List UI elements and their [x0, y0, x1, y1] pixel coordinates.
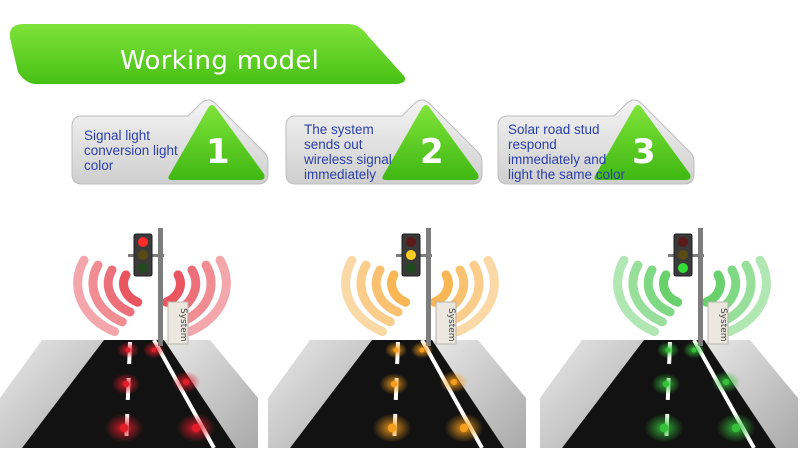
signal-wave-right [717, 260, 756, 327]
step-1-text: Signal light conversion light color [84, 128, 178, 173]
traffic-light-red [406, 237, 416, 247]
traffic-light-yellow [406, 250, 416, 260]
road-stud [731, 423, 741, 433]
signal-wave-right [429, 270, 453, 307]
traffic-light-green [678, 263, 688, 273]
controller-box-label: System [446, 308, 456, 342]
step-3-number: 3 [632, 132, 656, 172]
traffic-light-red [138, 237, 148, 247]
road-stud [419, 347, 425, 353]
road-stud [459, 423, 469, 433]
signal-pole [158, 228, 163, 346]
road-stud [191, 423, 201, 433]
signal-wave-left [119, 270, 143, 307]
traffic-light-yellow [678, 250, 688, 260]
traffic-light-green [406, 263, 416, 273]
road-shoulder-left [540, 340, 648, 448]
road-stud [387, 423, 397, 433]
step-2-text: The system sends out wireless signal imm… [304, 122, 392, 182]
signal-wave-left [88, 260, 127, 327]
road-shoulder-left [0, 340, 108, 448]
road-shoulder-left [268, 340, 376, 448]
road-shoulder-right [700, 340, 798, 448]
signal-wave-left [659, 270, 683, 307]
signal-wave-left [613, 255, 660, 337]
signal-wave-right [452, 255, 499, 337]
signal-wave-left [371, 265, 403, 317]
road-stud [393, 347, 399, 353]
road-stud [390, 380, 398, 388]
road-stud [122, 380, 130, 388]
signal-wave-left [356, 260, 395, 327]
signal-wave-left [643, 265, 675, 317]
page-title: Working model [120, 46, 320, 76]
signal-wave-right [701, 270, 725, 307]
step-2-number: 2 [420, 132, 444, 172]
scene-green: System [540, 220, 798, 449]
controller-box [167, 301, 189, 345]
road-stud [691, 347, 697, 353]
traffic-light-red [678, 237, 688, 247]
road-stud [119, 423, 129, 433]
road-shoulder-right [428, 340, 526, 448]
signal-wave-right [184, 255, 231, 337]
signal-wave-left [387, 270, 411, 307]
signal-wave-right [445, 260, 484, 327]
controller-box [707, 301, 729, 345]
road-stud [659, 423, 669, 433]
signal-wave-right [177, 260, 216, 327]
scene-red: System [0, 220, 258, 449]
controller-box-label: System [718, 308, 728, 342]
signal-wave-right [161, 270, 185, 307]
road-stud [662, 380, 670, 388]
signal-wave-left [103, 265, 135, 317]
road-stud [151, 347, 157, 353]
signal-pole [426, 228, 431, 346]
road-stud [125, 347, 131, 353]
title-banner: Working model [8, 16, 408, 88]
controller-box-label: System [178, 308, 188, 342]
road-stud [450, 378, 458, 386]
signal-pole [698, 228, 703, 346]
signal-wave-left [73, 255, 120, 337]
signal-wave-right [724, 255, 771, 337]
step-2-card: The system sends out wireless signal imm… [282, 94, 492, 190]
traffic-light-yellow [138, 250, 148, 260]
step-3-card: Solar road stud respond immediately and … [494, 94, 704, 190]
scene-yellow: System [268, 220, 526, 449]
step-1-card: Signal light conversion light color 1 [68, 94, 278, 190]
controller-box [435, 301, 457, 345]
signal-wave-left [341, 255, 388, 337]
signal-wave-left [628, 260, 667, 327]
step-3-text: Solar road stud respond immediately and … [508, 122, 626, 182]
step-1-number: 1 [206, 132, 230, 172]
road-shoulder-right [160, 340, 258, 448]
road-stud [665, 347, 671, 353]
road-stud [182, 378, 190, 386]
road-stud [722, 378, 730, 386]
traffic-light-green [138, 263, 148, 273]
